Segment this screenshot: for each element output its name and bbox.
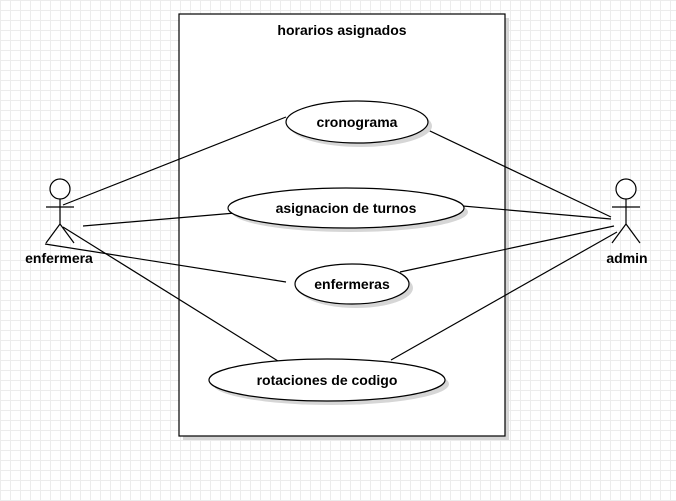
association-enfermera-cronograma[interactable] bbox=[62, 116, 287, 206]
system-title: horarios asignados bbox=[277, 22, 406, 38]
use-case-rotaciones-label: rotaciones de codigo bbox=[257, 372, 398, 388]
actor-enfermera-label: enfermera bbox=[25, 250, 93, 266]
actor-enfermera-head bbox=[49, 178, 71, 200]
use-case-asignacion-de-turnos[interactable]: asignacion de turnos bbox=[227, 187, 468, 232]
actor-admin-right-leg bbox=[625, 223, 641, 244]
use-case-enfermeras-label: enfermeras bbox=[314, 276, 390, 292]
association-enfermera-asignacion[interactable] bbox=[82, 211, 248, 227]
actor-admin-label: admin bbox=[606, 250, 647, 266]
actor-admin-head bbox=[615, 178, 637, 200]
use-case-enfermeras-ellipse bbox=[294, 263, 410, 305]
use-case-rotaciones-ellipse bbox=[208, 358, 446, 402]
actor-admin[interactable]: admin bbox=[606, 178, 648, 266]
association-admin-enfermeras[interactable] bbox=[399, 225, 615, 273]
actor-admin-left-leg bbox=[611, 223, 627, 244]
use-case-cronograma[interactable]: cronograma bbox=[285, 100, 432, 147]
use-case-cronograma-ellipse bbox=[285, 100, 429, 144]
use-case-asignacion-label: asignacion de turnos bbox=[276, 200, 417, 216]
use-case-enfermeras[interactable]: enfermeras bbox=[294, 263, 413, 308]
actor-enfermera-left-leg bbox=[45, 223, 61, 244]
use-case-rotaciones-de-codigo[interactable]: rotaciones de codigo bbox=[208, 358, 449, 405]
use-case-asignacion-ellipse bbox=[227, 187, 465, 229]
association-enfermera-enfermeras[interactable] bbox=[44, 243, 287, 283]
use-case-cronograma-label: cronograma bbox=[317, 114, 398, 130]
association-admin-asignacion[interactable] bbox=[439, 203, 612, 220]
association-enfermera-rotaciones[interactable] bbox=[62, 226, 287, 367]
association-admin-rotaciones[interactable] bbox=[390, 231, 618, 361]
actor-enfermera-right-leg bbox=[59, 223, 75, 244]
actor-enfermera[interactable]: enfermera bbox=[25, 178, 93, 266]
